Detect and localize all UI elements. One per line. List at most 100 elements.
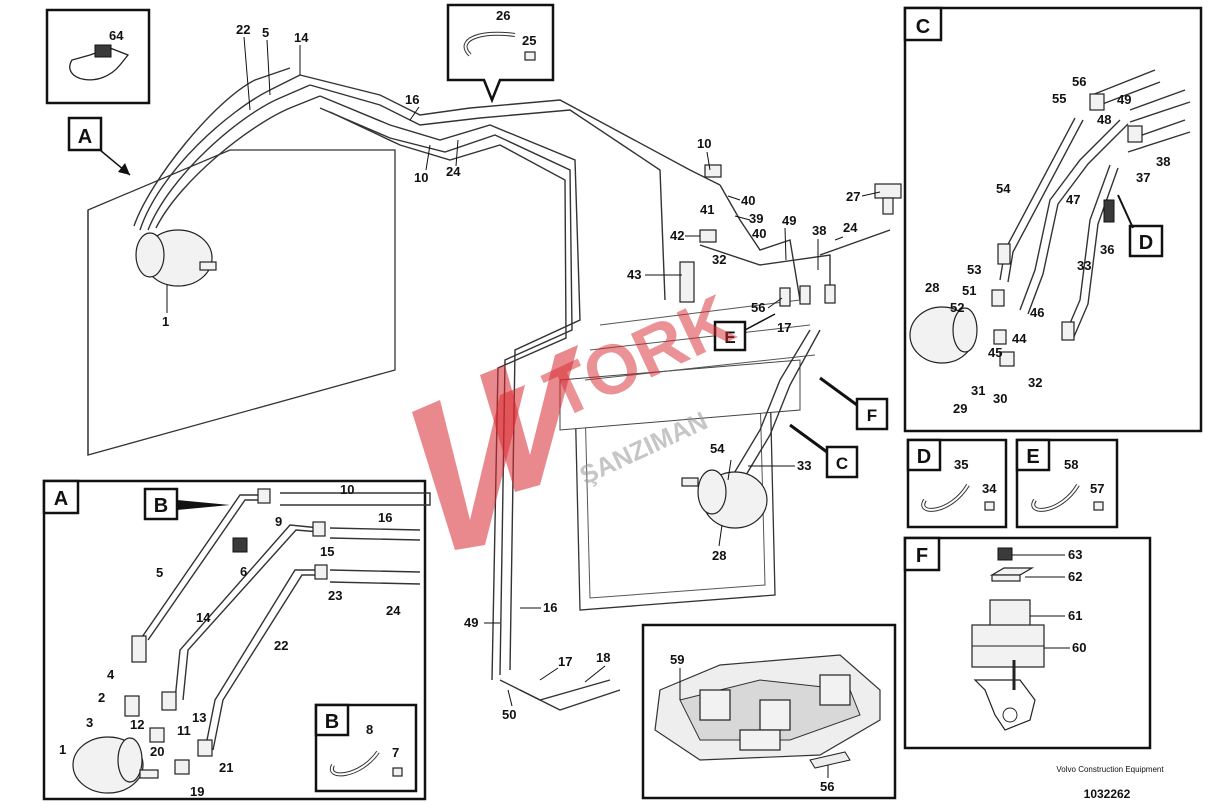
callout: 24 <box>386 603 401 618</box>
callout: 23 <box>328 588 342 603</box>
pointer-f-main: F <box>819 376 889 431</box>
detail-f: F 63 62 61 60 <box>903 536 1152 750</box>
callout: 14 <box>294 30 309 45</box>
callout: 60 <box>1072 640 1086 655</box>
main-callouts: 22 5 14 16 10 24 1 10 40 41 39 42 40 49 … <box>162 22 860 722</box>
view-letter: F <box>867 406 877 425</box>
callout: 16 <box>378 510 392 525</box>
callout: 19 <box>190 784 204 799</box>
callout: 51 <box>962 283 976 298</box>
callout: 33 <box>797 458 811 473</box>
callout: 1 <box>162 314 169 329</box>
callout: 50 <box>502 707 516 722</box>
detail-d: D 35 34 <box>906 438 1008 529</box>
radiator-right <box>559 299 816 611</box>
callout: 59 <box>670 652 684 667</box>
detail-59-machine: 59 56 <box>641 623 897 800</box>
callout: 28 <box>925 280 939 295</box>
callout: 56 <box>751 300 765 315</box>
callout: 56 <box>1072 74 1086 89</box>
callout: 57 <box>1090 481 1104 496</box>
callout: 40 <box>752 226 766 241</box>
callout: 24 <box>446 164 461 179</box>
detail-e: E 58 57 <box>1015 438 1119 529</box>
callout: 10 <box>697 136 711 151</box>
callout: 16 <box>543 600 557 615</box>
callout: 47 <box>1066 192 1080 207</box>
callout: 27 <box>846 189 860 204</box>
callout: 63 <box>1068 547 1082 562</box>
callout: 35 <box>954 457 968 472</box>
callout: 54 <box>710 441 725 456</box>
valve-43 <box>679 261 695 303</box>
callout: 29 <box>953 401 967 416</box>
callout: 6 <box>240 564 247 579</box>
view-letter: A <box>78 126 92 148</box>
callout: 7 <box>392 745 399 760</box>
callout: 24 <box>843 220 858 235</box>
callout: 28 <box>712 548 726 563</box>
view-letter: C <box>836 454 848 473</box>
fittings-row <box>699 164 836 307</box>
pointer-e-main: E <box>713 313 776 352</box>
publisher-text: Volvo Construction Equipment <box>1056 765 1164 774</box>
callout: 20 <box>150 744 164 759</box>
callout: 5 <box>262 25 269 40</box>
callout: 48 <box>1097 112 1111 127</box>
hydraulic-tank-left <box>87 149 396 456</box>
view-letter: A <box>54 488 68 510</box>
callout: 1 <box>59 742 66 757</box>
footer-credit: Volvo Construction Equipment 1032262 <box>1056 765 1164 801</box>
callout: 9 <box>275 514 282 529</box>
callout: 54 <box>996 181 1011 196</box>
callout: 44 <box>1012 331 1027 346</box>
callout: 8 <box>366 722 373 737</box>
callout: 42 <box>670 228 684 243</box>
callout: 37 <box>1136 170 1150 185</box>
callout: 34 <box>982 481 997 496</box>
callout: 55 <box>1052 91 1066 106</box>
view-letter: B <box>325 711 339 733</box>
tee-fitting-27 <box>874 183 902 215</box>
callout: 17 <box>777 320 791 335</box>
callout: 61 <box>1068 608 1082 623</box>
callout: 15 <box>320 544 334 559</box>
callout: 33 <box>1077 258 1091 273</box>
callout: 49 <box>782 213 796 228</box>
pointer-a-main: A <box>67 116 131 176</box>
brake-chamber-28-main <box>681 469 768 529</box>
view-letter: D <box>1139 232 1153 254</box>
callout: 56 <box>820 779 834 794</box>
pipe-bundle-main <box>133 67 891 711</box>
callout: 58 <box>1064 457 1078 472</box>
callout: 30 <box>993 391 1007 406</box>
callout: 4 <box>107 667 115 682</box>
callout: 5 <box>156 565 163 580</box>
callout: 39 <box>749 211 763 226</box>
main-view: 22 5 14 16 10 24 1 10 40 41 39 42 40 49 … <box>67 22 902 722</box>
callout: 10 <box>414 170 428 185</box>
callout: 22 <box>274 638 288 653</box>
brake-chamber-1 <box>135 229 217 287</box>
pointer-c-main: C <box>789 423 859 479</box>
callout: 46 <box>1030 305 1044 320</box>
callout: 32 <box>1028 375 1042 390</box>
callout: 3 <box>86 715 93 730</box>
callout: 12 <box>130 717 144 732</box>
callout: 14 <box>196 610 211 625</box>
inset-26-25: 26 25 <box>446 3 555 104</box>
inset-64: 64 <box>45 8 151 105</box>
callout: 18 <box>596 650 610 665</box>
callout: 40 <box>741 193 755 208</box>
callout: 49 <box>1117 92 1131 107</box>
callout: 62 <box>1068 569 1082 584</box>
callout: 52 <box>950 300 964 315</box>
view-letter: E <box>1026 446 1039 468</box>
callout: 43 <box>627 267 641 282</box>
callout: 38 <box>812 223 826 238</box>
callout: 31 <box>971 383 985 398</box>
callout: 49 <box>464 615 478 630</box>
detail-a: A B 10 9 16 6 15 5 <box>42 479 431 801</box>
